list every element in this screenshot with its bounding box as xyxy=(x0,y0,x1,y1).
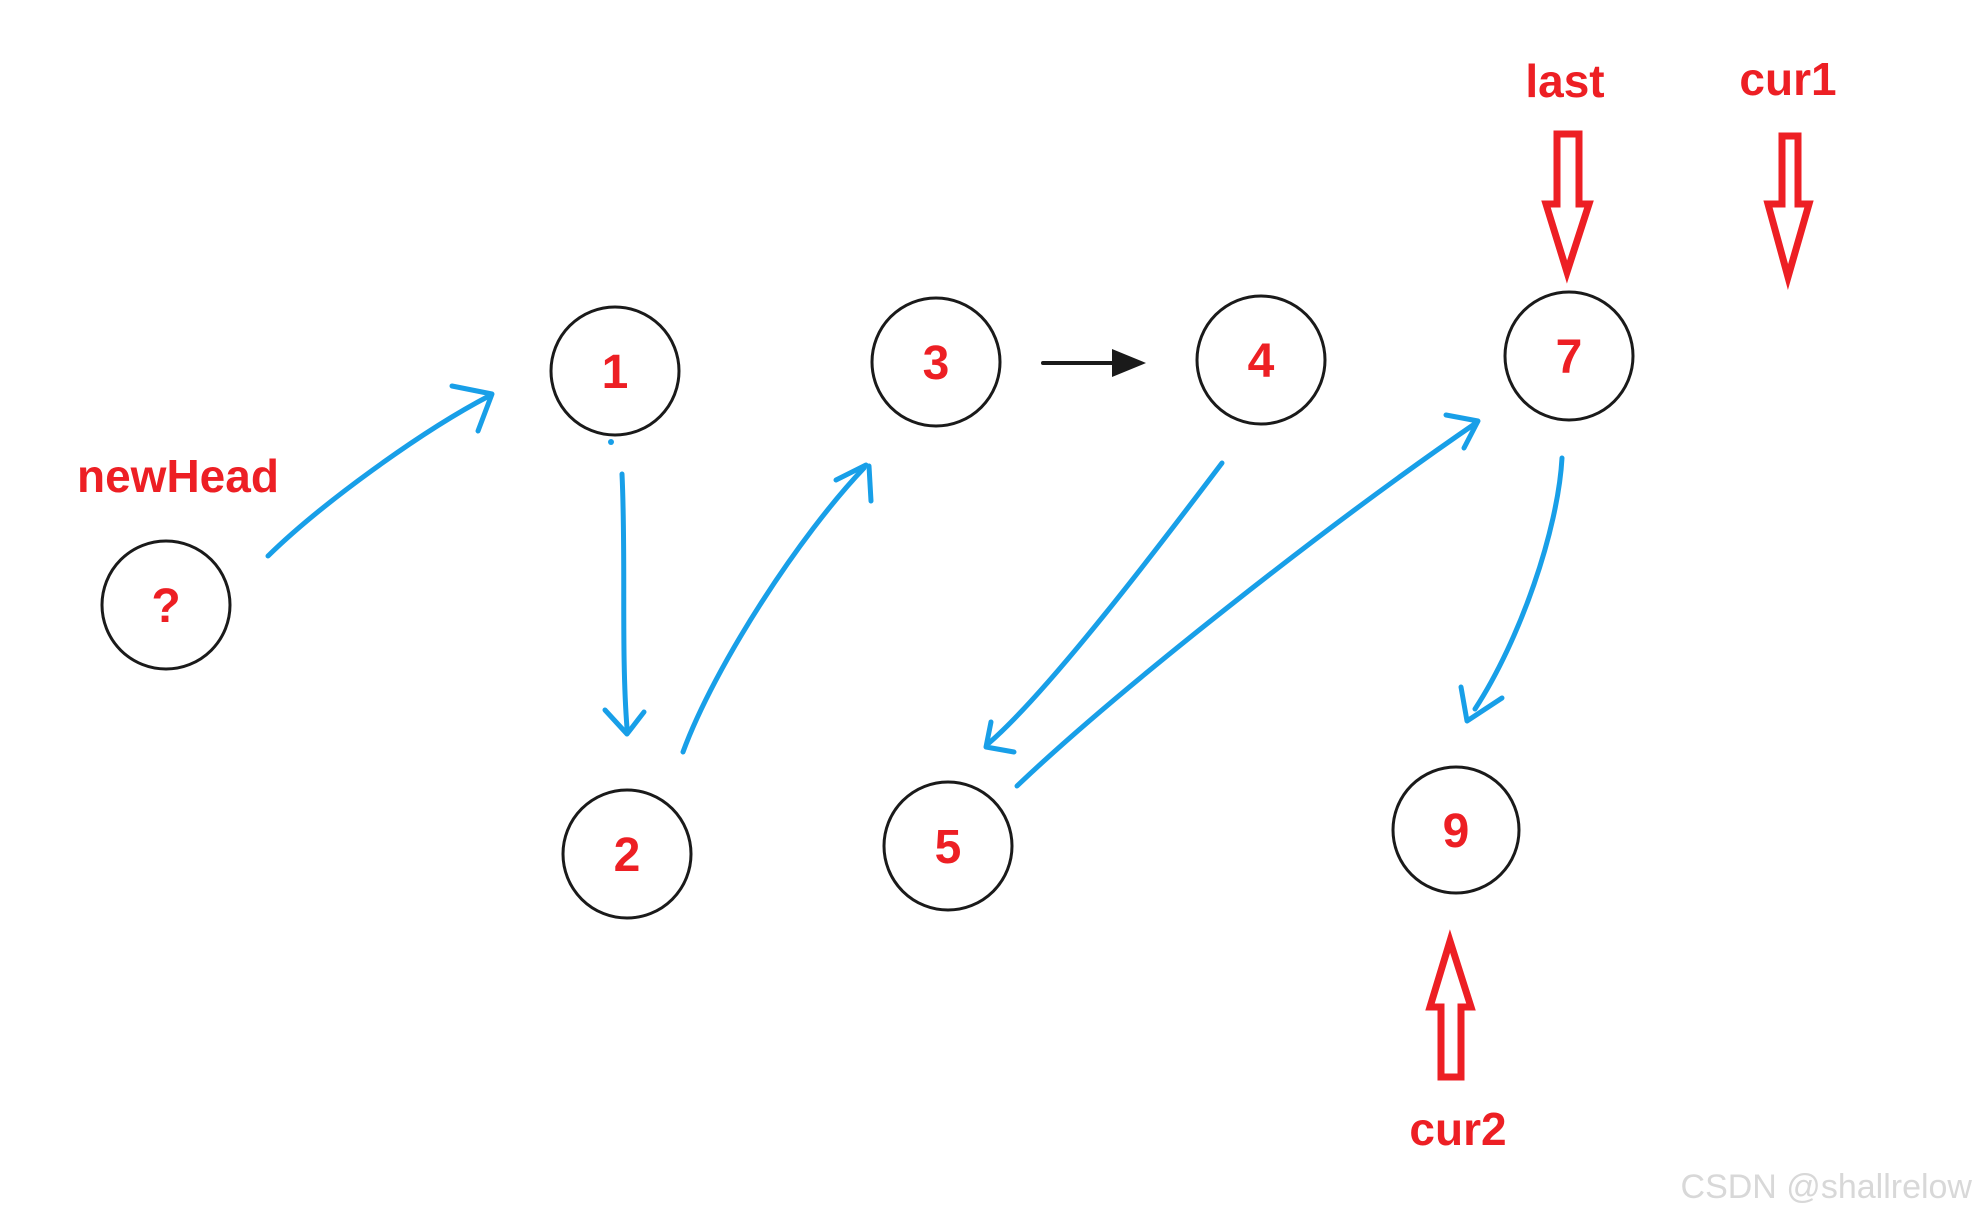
edge-2-to-3-body xyxy=(680,465,867,755)
edge-5-to-7 xyxy=(1014,412,1481,789)
edge-3-to-4-arrowhead-icon xyxy=(1112,349,1146,377)
edge-4-to-5 xyxy=(983,460,1225,755)
node-5-value: 5 xyxy=(935,821,962,874)
node-2: 2 xyxy=(561,788,693,920)
node-5-circle xyxy=(882,780,1014,912)
last-label: last xyxy=(1525,55,1604,107)
edge-5-to-7-arrowhead-icon xyxy=(1443,412,1481,451)
node-7-circle xyxy=(1503,290,1635,422)
node-2-value: 2 xyxy=(614,829,641,882)
newhead-label: newHead xyxy=(77,450,279,502)
edge-7-to-9-body xyxy=(1472,455,1565,712)
edge-2-to-3-arrowhead-icon xyxy=(833,462,874,504)
node-1-value: 1 xyxy=(602,346,629,399)
node-1: 1 xyxy=(549,305,681,437)
edge-newhead-to-1-body xyxy=(265,393,492,559)
node-9-value: 9 xyxy=(1443,805,1470,858)
cur1-label: cur1 xyxy=(1739,53,1836,105)
node-9: 9 xyxy=(1391,765,1521,895)
edge-7-to-9 xyxy=(1458,455,1565,724)
edge-4-to-5-arrowhead-icon xyxy=(983,719,1017,755)
edge-1-to-2 xyxy=(602,439,647,737)
last-pointer-arrow-icon xyxy=(1541,130,1594,284)
edge-7-to-9-arrowhead-icon xyxy=(1458,684,1505,724)
node-2-circle xyxy=(561,788,693,920)
node-9-circle xyxy=(1391,765,1521,895)
node-4-value: 4 xyxy=(1248,335,1275,388)
stray-ink-dot xyxy=(608,439,614,445)
edge-newhead-to-1-arrowhead-icon xyxy=(449,383,495,434)
edge-4-to-5-body xyxy=(986,460,1225,746)
node-3-circle xyxy=(870,296,1002,428)
node-4: 4 xyxy=(1195,294,1327,426)
cur1-pointer-arrow-icon xyxy=(1763,132,1814,290)
cur2-pointer-arrow-icon xyxy=(1425,929,1476,1081)
edge-1-to-2-arrowhead-icon xyxy=(602,707,647,737)
edge-newhead-to-1 xyxy=(265,383,495,559)
watermark: CSDN @shallrelow xyxy=(1681,1168,1973,1206)
node-question-value: ? xyxy=(151,580,180,633)
node-3: 3 xyxy=(870,296,1002,428)
edge-3-to-4 xyxy=(1041,349,1146,377)
node-question-circle xyxy=(100,539,232,671)
node-3-value: 3 xyxy=(923,337,950,390)
edge-5-to-7-body xyxy=(1014,420,1479,789)
node-1-circle xyxy=(549,305,681,437)
cur2-label: cur2 xyxy=(1409,1103,1506,1155)
node-question: ? xyxy=(100,539,232,671)
node-4-circle xyxy=(1195,294,1327,426)
node-5: 5 xyxy=(882,780,1014,912)
node-7-value: 7 xyxy=(1556,331,1583,384)
edge-1-to-2-body xyxy=(619,471,630,731)
node-7: 7 xyxy=(1503,290,1635,422)
edge-2-to-3 xyxy=(680,462,874,755)
